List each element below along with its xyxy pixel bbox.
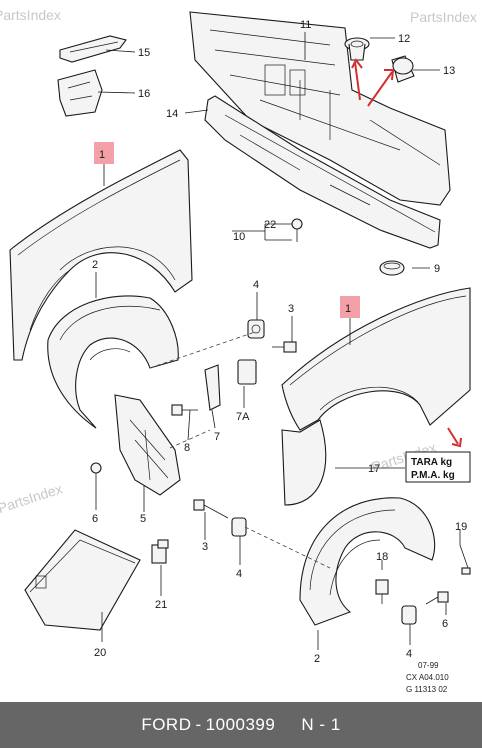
bracket-7-part [204,364,221,411]
front-fender-left-part [9,149,193,361]
footer-separator: - [195,715,202,734]
screw-6-left-part [90,462,102,484]
red-arrow-plate [447,427,459,445]
screw-8-part [171,404,198,416]
nut-4-right-part [401,605,417,625]
callout-8: 8 [184,442,190,454]
callout-3-upper: 3 [288,303,294,315]
footer-bar: FORD - 1000399 N - 1 [0,702,482,748]
footer-note: N - 1 [301,715,341,734]
callout-5: 5 [140,513,146,525]
screw-6-right-part [425,591,449,605]
watermark-top-left: PartsIndex [0,7,61,23]
wheel-arch-liner-left-part [47,295,179,429]
plate-line-1: TARA kg [411,457,452,468]
watermark-top-right: PartsIndex [410,9,477,25]
clip-7a-part [237,359,257,385]
leader-lines [95,32,461,650]
callout-1-right: 1 [345,303,351,315]
grommet-13-part [391,55,415,83]
front-fender-right-part [281,287,471,506]
red-arrow-12-head [351,58,363,69]
callout-20: 20 [94,647,106,659]
alignment-dashes [149,331,331,569]
callout-17: 17 [368,463,380,475]
clip-21-part [151,539,169,564]
reference-date: 07-99 [418,661,439,670]
callout-6-right: 6 [442,618,448,630]
plate-line-2: P.M.A. kg [411,470,455,481]
callout-15: 15 [138,47,150,59]
callout-13: 13 [443,65,455,77]
callout-18: 18 [376,551,388,563]
nut-4-upper-part [247,319,265,339]
callout-19: 19 [455,521,467,533]
callout-7a: 7A [236,411,250,423]
stud-19-part [459,544,471,575]
callout-2-right: 2 [314,653,320,665]
bracket-15-part [59,35,127,63]
callout-3-lower: 3 [202,541,208,553]
callout-12: 12 [398,33,410,45]
callout-14: 14 [166,108,178,120]
highlight-box-right [340,296,360,318]
callout-10: 10 [233,231,245,243]
plug-9-part [379,260,405,276]
callout-9: 9 [434,263,440,275]
undershield-part [24,529,141,631]
wheel-arch-liner-right-part [299,497,436,626]
callout-4-upper: 4 [253,279,259,291]
cowl-rail-part [204,95,441,249]
red-arrow-12 [354,61,361,101]
red-arrow-plate-head [451,437,462,448]
watermark-mid-left: PartsIndex [0,480,64,516]
callout-6-left: 6 [92,513,98,525]
callout-16: 16 [138,88,150,100]
callout-11: 11 [300,19,311,31]
callout-7: 7 [214,431,220,443]
parts-exploded-diagram: PartsIndex PartsIndex PartsIndex PartsIn… [0,7,477,694]
callout-4-lower: 4 [236,568,242,580]
screw-22-part [291,218,303,242]
footer-brand: FORD [141,715,192,734]
weight-label-plate: TARA kg P.M.A. kg [405,451,471,483]
callout-2-left: 2 [92,259,98,271]
highlight-box-left [94,142,114,164]
splash-shield-part [114,394,181,496]
callout-4-right: 4 [406,648,412,660]
footer-part-number: 1000399 [205,715,276,734]
bracket-16-part [57,69,103,117]
callout-21: 21 [155,599,167,611]
callout-1-left: 1 [99,149,105,161]
red-arrow-13 [367,71,393,107]
red-arrow-13-head [384,69,395,81]
nut-4-lower-part [231,517,247,537]
reference-code-2: G 11313 02 [406,685,448,694]
dash-panel-part [189,11,451,206]
reference-code-1: CX A04.010 [406,673,449,682]
callout-22: 22 [264,219,276,231]
bolt-3-lower-part [193,499,229,519]
stud-18-part [375,579,389,604]
bolt-3-upper-part [272,341,297,353]
